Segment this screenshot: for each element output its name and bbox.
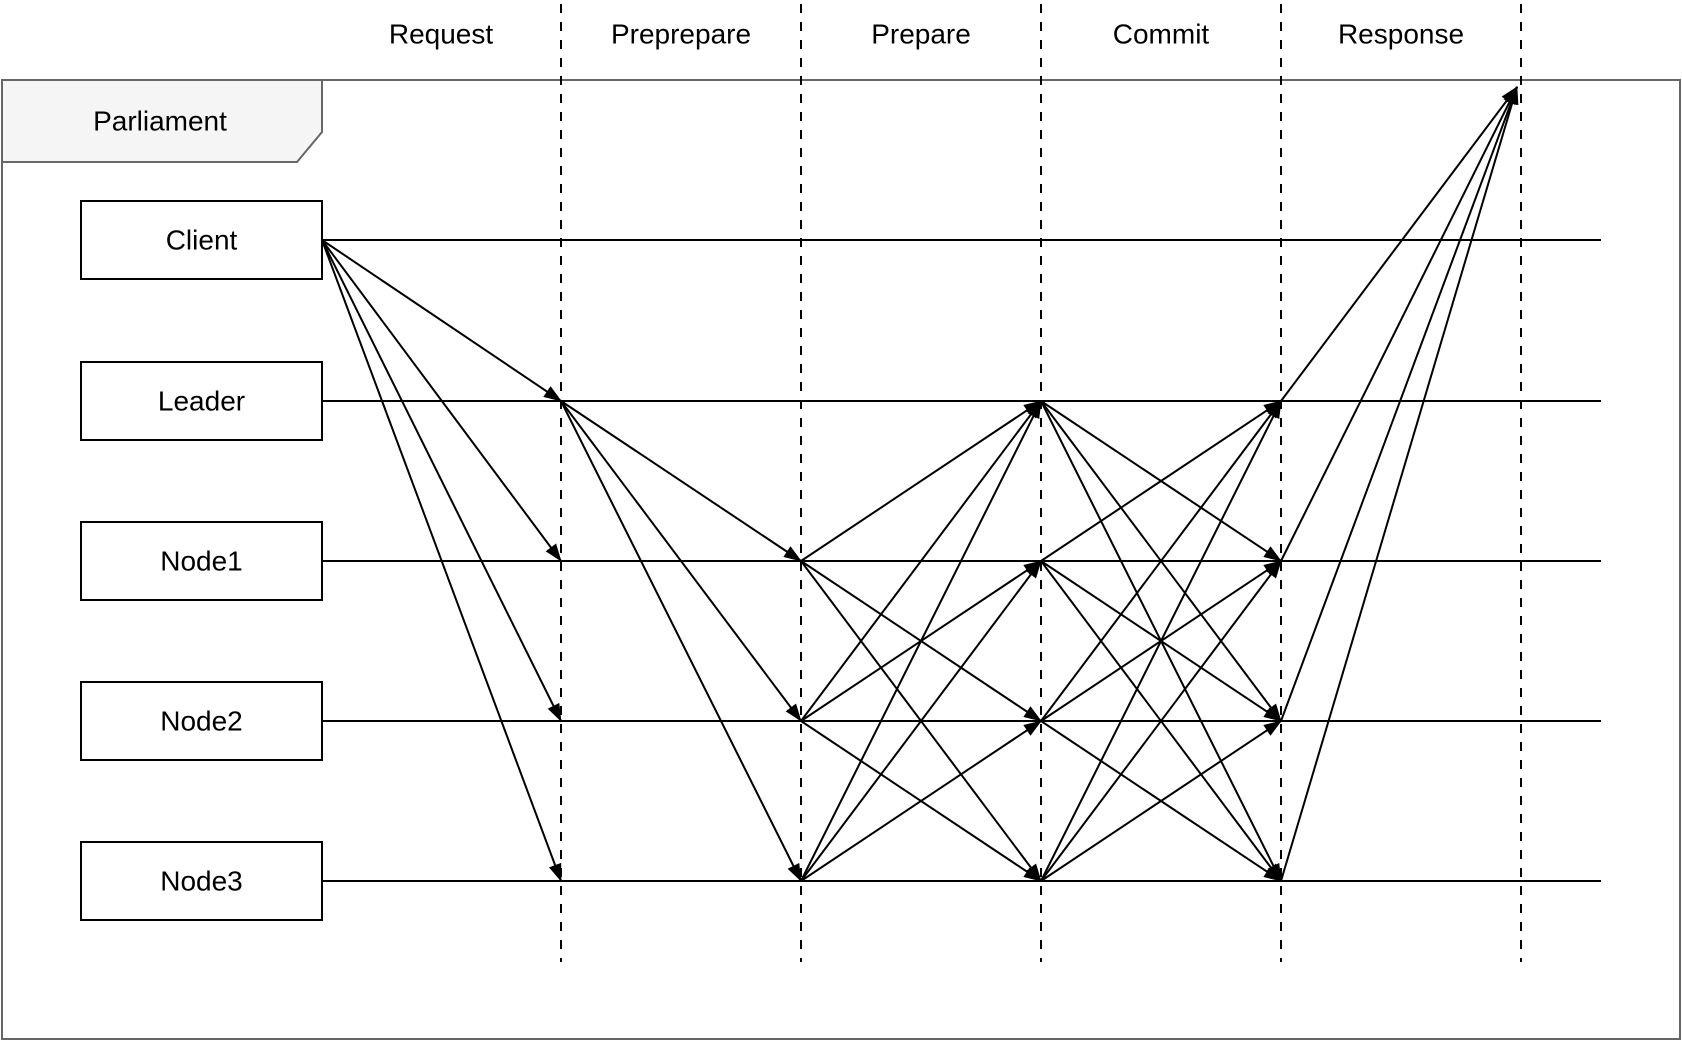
message-arrow-prepare-node2-to-leader [800, 400, 1042, 722]
message-arrow-prepare-node1-to-leader [800, 400, 1042, 562]
message-arrow-commit-node3-to-node1 [1040, 560, 1282, 882]
message-arrow-request-client-to-leader [321, 239, 562, 402]
message-arrow-layer [321, 86, 1519, 882]
actor-box-node3 [80, 841, 323, 921]
message-arrow-commit-node1-to-leader [1040, 400, 1282, 562]
phase-label-preprepare: Preprepare [611, 19, 751, 50]
actor-label-client: Client [166, 225, 238, 256]
message-arrow-request-client-to-node1 [321, 239, 562, 562]
message-arrow-preprepare-leader-to-node1 [560, 400, 802, 562]
actor-label-leader: Leader [158, 386, 245, 417]
actor-box-node1 [80, 521, 323, 601]
actor-box-client [80, 200, 323, 280]
message-arrow-request-client-to-node2 [321, 239, 562, 722]
phase-divider-layer [560, 4, 1522, 962]
actor-box-node2 [80, 681, 323, 761]
lifeline-layer [322, 239, 1601, 882]
text-layer: Parliament Request Preprepare Prepare Commit… [93, 19, 1464, 897]
message-arrow-preprepare-leader-to-node3 [560, 400, 802, 882]
phase-label-commit: Commit [1113, 19, 1210, 50]
message-arrow-prepare-node3-to-node1 [800, 560, 1042, 882]
message-arrow-commit-node3-to-node2 [1040, 720, 1282, 882]
message-arrow-prepare-node3-to-leader [800, 400, 1042, 882]
message-arrow-response-node3-to-client [1280, 86, 1519, 882]
actor-box-leader [80, 361, 323, 441]
message-arrow-response-leader-to-client [1280, 86, 1518, 402]
phase-label-prepare: Prepare [871, 19, 971, 50]
message-arrow-response-node2-to-client [1280, 86, 1518, 722]
message-arrow-response-node1-to-client [1280, 86, 1518, 562]
frame-label-tab [1, 79, 323, 163]
actor-label-node1: Node1 [160, 546, 243, 577]
frame-layer [1, 79, 1681, 1040]
actor-layer [80, 200, 323, 921]
actor-label-node2: Node2 [160, 706, 243, 737]
phase-label-request: Request [389, 19, 494, 50]
message-arrow-commit-node2-to-leader [1040, 400, 1282, 722]
actor-label-node3: Node3 [160, 866, 243, 897]
frame-border [1, 79, 1681, 1040]
phase-label-response: Response [1338, 19, 1464, 50]
message-arrow-prepare-node3-to-node2 [800, 720, 1042, 882]
frame-label: Parliament [93, 106, 227, 137]
message-arrow-request-client-to-node3 [321, 239, 562, 882]
message-arrow-commit-node3-to-leader [1040, 400, 1282, 882]
message-arrow-preprepare-leader-to-node2 [560, 400, 802, 722]
